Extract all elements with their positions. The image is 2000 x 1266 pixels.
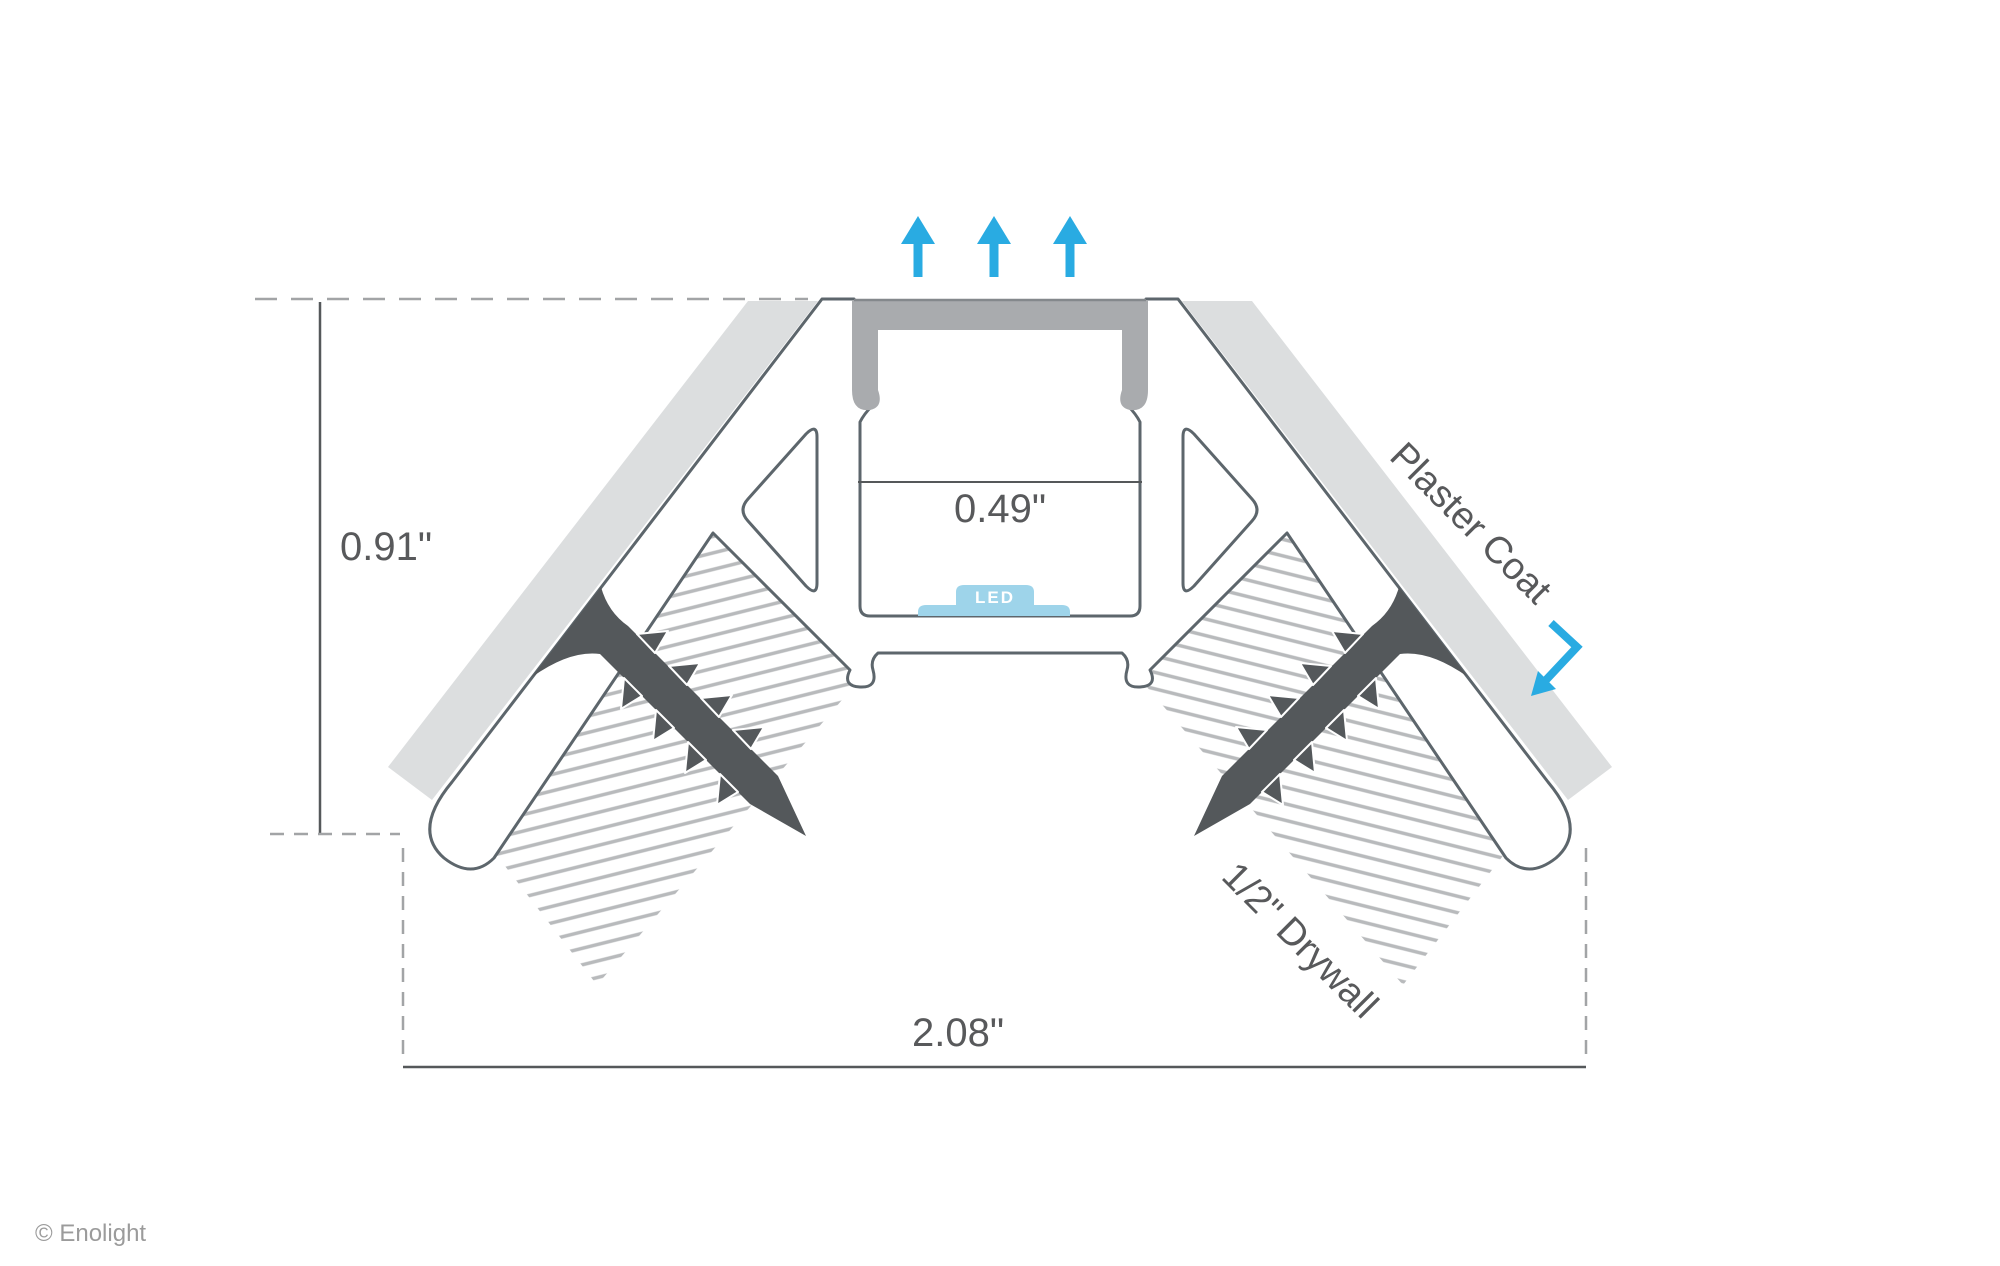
drywall-sheet-left <box>450 532 860 985</box>
plaster-coat-pointer-arrow-icon <box>1531 620 1583 696</box>
height-dimension: 0.91" <box>255 297 808 836</box>
overall-width-dimension-label: 2.08" <box>912 1011 1004 1055</box>
screw-right <box>1194 587 1468 836</box>
plaster-coat-band-right <box>1182 301 1612 800</box>
plaster-coat-band-left <box>388 301 818 800</box>
up-arrow-icon <box>977 216 1011 277</box>
plaster-coat-layers <box>388 301 1612 800</box>
inner-width-dimension-label: 0.49" <box>954 487 1046 531</box>
aluminum-profile-body <box>428 297 1572 871</box>
up-arrow-icon <box>1053 216 1087 277</box>
led-base <box>918 605 1070 616</box>
screw-left-body <box>532 587 806 836</box>
drywall-sheets <box>450 532 1550 985</box>
up-arrow-icon <box>901 216 935 277</box>
height-dimension-label: 0.91" <box>340 525 432 569</box>
copyright-text: © Enolight <box>35 1220 146 1247</box>
drywall-sheet-right <box>1140 532 1550 985</box>
led-chip <box>956 585 1034 607</box>
screw-right-body <box>1194 587 1468 836</box>
screw-left-threads <box>620 630 765 806</box>
diffuser-cover <box>852 298 1148 411</box>
led-label: LED <box>975 588 1015 607</box>
inner-width-dimension: 0.49" <box>858 481 1142 531</box>
light-direction-arrows <box>901 216 1087 277</box>
screw-right-threads <box>1235 630 1380 806</box>
screw-left <box>532 587 806 836</box>
led-strip: LED <box>918 585 1070 616</box>
diffuser-shape <box>852 300 1148 411</box>
overall-width-dimension: 2.08" <box>401 848 1588 1069</box>
